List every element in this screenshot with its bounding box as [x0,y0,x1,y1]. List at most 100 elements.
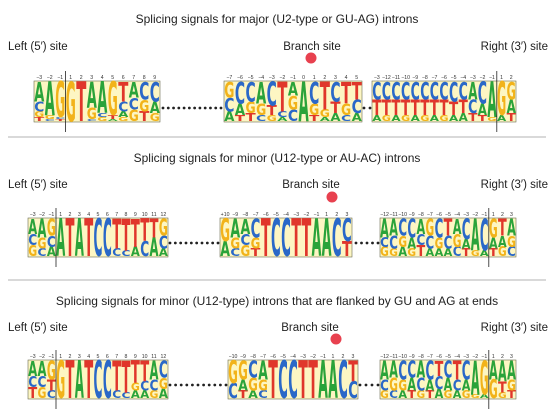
nucleotide-letter-C: C [112,247,121,259]
nucleotide-letter-C: C [444,232,453,253]
position-number: 8 [125,354,128,360]
intron-ellipsis [161,106,223,110]
branch-point-dot [305,52,317,64]
nucleotide-letter-A: A [47,244,56,259]
nucleotide-letter-C: C [435,372,444,393]
nucleotide-letter-T: T [453,355,462,385]
position-number: −5 [445,212,451,218]
nucleotide-letter-T: T [139,110,149,125]
nucleotide-letter-A: A [75,208,84,269]
nucleotide-letter-C: C [150,377,159,395]
nucleotide-letter-C: C [426,355,435,386]
ellipsis-dot [177,106,181,110]
nucleotide-letter-A: A [416,357,425,384]
nucleotide-letter-G: G [389,247,398,259]
nucleotide-letter-C: C [348,378,358,404]
position-number: 3 [510,354,513,360]
nucleotide-letter-A: A [459,111,468,124]
position-number: −1 [57,75,63,81]
panel-title: Splicing signals for minor (U12-type or … [134,151,421,165]
position-number: −4 [454,354,460,360]
nucleotide-letter-G: G [118,116,128,122]
position-number: 1 [492,354,495,360]
nucleotide-letter-C: C [401,77,410,106]
nucleotide-letter-C: C [140,378,149,393]
nucleotide-letter-G: G [87,106,97,124]
nucleotide-letter-T: T [267,104,277,119]
nucleotide-letter-A: A [34,77,44,109]
position-number: 6 [106,354,109,360]
position-number: 2 [501,212,504,218]
nucleotide-letter-A: A [28,357,37,380]
nucleotide-letter-T: T [235,114,246,123]
nucleotide-letter-G: G [487,117,496,123]
nucleotide-letter-G: G [453,231,462,252]
nucleotide-letter-C: C [416,231,425,249]
position-number: 8 [143,75,146,81]
nucleotide-letter-A: A [398,244,407,259]
nucleotide-letter-A: A [230,213,240,243]
nucleotide-letter-G: G [489,374,498,404]
nucleotide-letter-C: C [258,388,268,400]
position-number: 1 [332,354,335,360]
ellipsis-dot [209,106,212,110]
nucleotide-letter-C: C [235,77,245,112]
nucleotide-letter-C: C [34,99,44,115]
nucleotide-letter-C: C [398,216,407,242]
nucleotide-letter-A: A [411,115,420,124]
position-number: 1 [325,212,328,218]
nucleotide-letter-C: C [380,377,389,395]
position-number: 9 [134,354,137,360]
nucleotide-letter-C: C [129,94,139,113]
position-number: −9 [409,212,415,218]
nucleotide-letter-A: A [328,350,338,410]
nucleotide-letter-C: C [150,78,160,110]
nucleotide-letter-G: G [398,378,407,395]
left-site-label: Left (5′) site [8,322,68,334]
ellipsis-dot [203,106,207,110]
position-number: 2 [323,75,326,81]
nucleotide-letter-T: T [238,389,248,401]
position-number: 1 [492,212,495,218]
intron-ellipsis [168,241,220,245]
nucleotide-letter-C: C [407,358,416,384]
position-number: 9 [134,212,137,218]
nucleotide-letter-T: T [330,99,341,118]
nucleotide-letter-T: T [245,112,255,124]
panel-minor-u12-au-ac: Splicing signals for minor (U12-type or … [8,151,548,268]
branch-site-label: Branch site [283,41,341,53]
position-number: −7 [253,212,259,218]
ellipsis-dot [187,106,191,110]
nucleotide-letter-C: C [228,380,238,404]
nucleotide-letter-T: T [348,356,358,389]
nucleotide-letter-C: C [87,119,97,122]
position-number: −1 [48,354,54,360]
nucleotide-letter-T: T [507,388,516,400]
position-number: −8 [422,75,428,81]
nucleotide-letter-G: G [55,73,65,129]
nucleotide-letter-T: T [449,98,459,120]
ellipsis-dot [174,383,178,387]
nucleotide-letter-G: G [47,215,56,242]
nucleotide-letter-T: T [507,111,517,123]
nucleotide-letter-A: A [258,355,268,386]
nucleotide-letter-A: A [312,208,322,268]
nucleotide-letter-G: G [66,73,76,135]
nucleotide-letter-A: A [468,77,477,106]
nucleotide-letter-A: A [159,386,168,401]
nucleotide-letter-C: C [407,213,416,244]
ellipsis-dot [216,241,220,245]
position-number: 4 [101,75,104,81]
position-number: −12 [380,212,389,218]
nucleotide-letter-T: T [420,96,430,121]
nucleotide-letter-A: A [389,215,398,242]
nucleotide-letter-T: T [28,385,37,402]
nucleotide-letter-C: C [271,208,281,268]
logo-frame [227,359,359,400]
position-number: 11 [151,354,156,360]
logo-frame [27,359,169,400]
nucleotide-letter-T: T [309,114,320,123]
nucleotide-letter-C: C [309,77,319,112]
nucleotide-letter-T: T [401,96,411,121]
nucleotide-letter-C: C [372,77,381,106]
